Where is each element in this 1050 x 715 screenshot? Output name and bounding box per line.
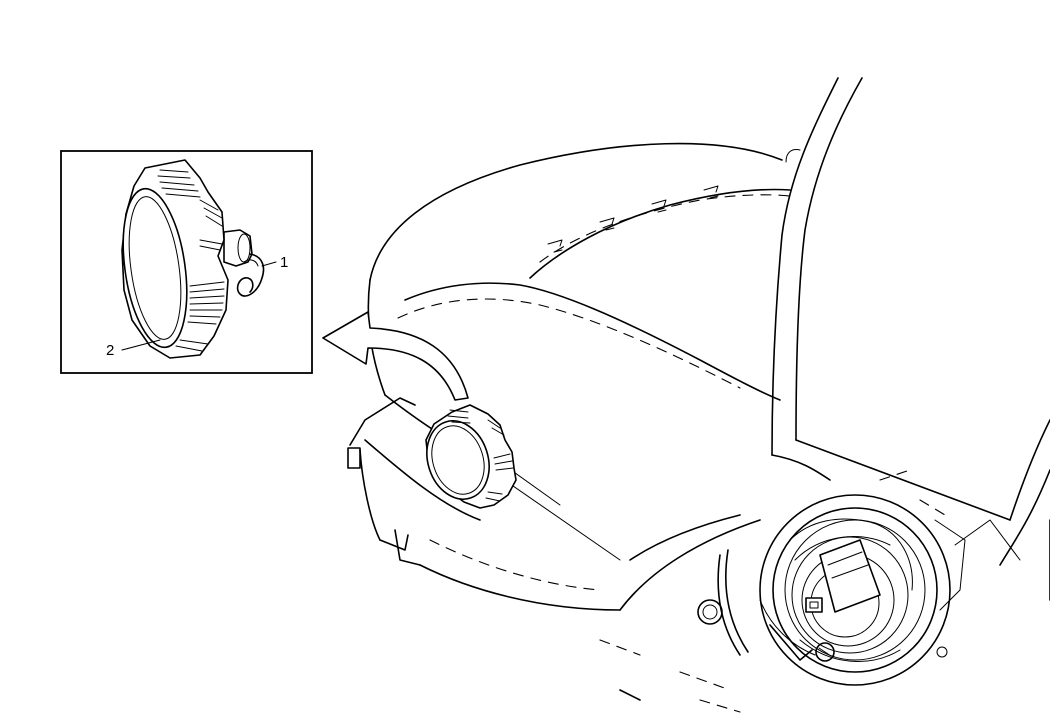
removal-arrow-icon	[322, 311, 469, 401]
callout-2-label: 2	[106, 342, 114, 359]
inset-knob	[121, 159, 253, 359]
knob-in-place	[425, 404, 517, 509]
seat-illustration	[322, 77, 1050, 713]
recliner-mechanism	[717, 469, 1021, 686]
callout-1-leader	[261, 261, 277, 267]
clip-hook	[243, 259, 259, 267]
callout-1-label: 1	[280, 254, 288, 271]
detail-inset: 1 2	[60, 150, 313, 374]
seat-back	[771, 77, 1050, 601]
seat-side-shield	[347, 397, 761, 713]
callout-2-leader	[121, 339, 161, 351]
retaining-clip	[236, 253, 265, 297]
